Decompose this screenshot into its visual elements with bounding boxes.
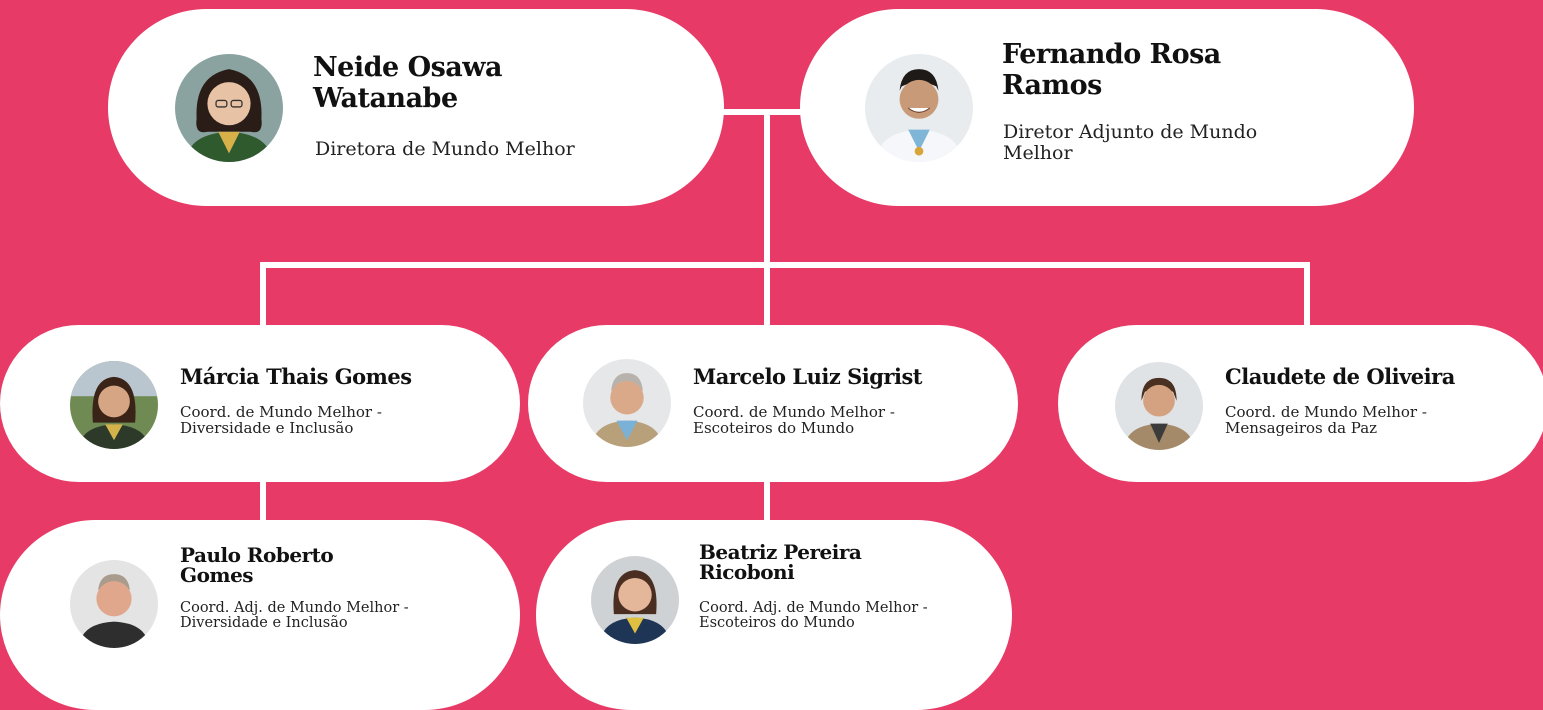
person-avatar-icon: [1115, 362, 1203, 450]
claudete-role: Coord. de Mundo Melhor - Mensageiros da …: [1225, 403, 1427, 437]
person-avatar-icon: [70, 560, 158, 648]
org-card-neide: Neide Osawa Watanabe Diretora de Mundo M…: [108, 9, 724, 206]
connector-drop-right: [1304, 262, 1310, 330]
marcia-role: Coord. de Mundo Melhor - Diversidade e I…: [180, 403, 382, 437]
paulo-name: Paulo Roberto Gomes: [180, 543, 334, 587]
connector-left-sub: [260, 478, 266, 526]
fernando-photo: [865, 54, 973, 162]
org-card-paulo: Paulo Roberto Gomes Coord. Adj. de Mundo…: [0, 520, 520, 710]
claudete-name: Claudete de Oliveira: [1225, 364, 1455, 389]
fernando-name: Fernando Rosa Ramos: [1002, 39, 1221, 101]
connector-drop-left: [260, 262, 266, 330]
marcia-photo: [70, 361, 158, 449]
beatriz-photo: [591, 556, 679, 644]
org-card-beatriz: Beatriz Pereira Ricoboni Coord. Adj. de …: [536, 520, 1012, 710]
neide-name: Neide Osawa Watanabe: [313, 52, 503, 114]
marcelo-role: Coord. de Mundo Melhor - Escoteiros do M…: [693, 403, 895, 437]
org-card-marcelo: Marcelo Luiz Sigrist Coord. de Mundo Mel…: [528, 325, 1018, 482]
paulo-role: Coord. Adj. de Mundo Melhor - Diversidad…: [180, 600, 409, 631]
paulo-photo: [70, 560, 158, 648]
marcia-name: Márcia Thais Gomes: [180, 364, 412, 389]
claudete-photo: [1115, 362, 1203, 450]
org-card-marcia: Márcia Thais Gomes Coord. de Mundo Melho…: [0, 325, 520, 482]
neide-photo: [175, 54, 283, 162]
person-avatar-icon: [583, 359, 671, 447]
fernando-role: Diretor Adjunto de Mundo Melhor: [1003, 121, 1258, 164]
beatriz-role: Coord. Adj. de Mundo Melhor - Escoteiros…: [699, 600, 928, 631]
connector-horizontal: [260, 262, 1310, 268]
connector-trunk: [764, 109, 770, 330]
beatriz-name: Beatriz Pereira Ricoboni: [699, 540, 862, 584]
neide-role: Diretora de Mundo Melhor: [315, 138, 575, 160]
connector-middle-sub: [764, 478, 770, 526]
person-avatar-icon: [865, 54, 973, 162]
org-card-claudete: Claudete de Oliveira Coord. de Mundo Mel…: [1058, 325, 1543, 482]
marcelo-name: Marcelo Luiz Sigrist: [693, 364, 923, 389]
org-card-fernando: Fernando Rosa Ramos Diretor Adjunto de M…: [800, 9, 1414, 206]
person-avatar-icon: [591, 556, 679, 644]
marcelo-photo: [583, 359, 671, 447]
person-avatar-icon: [70, 361, 158, 449]
person-avatar-icon: [175, 54, 283, 162]
